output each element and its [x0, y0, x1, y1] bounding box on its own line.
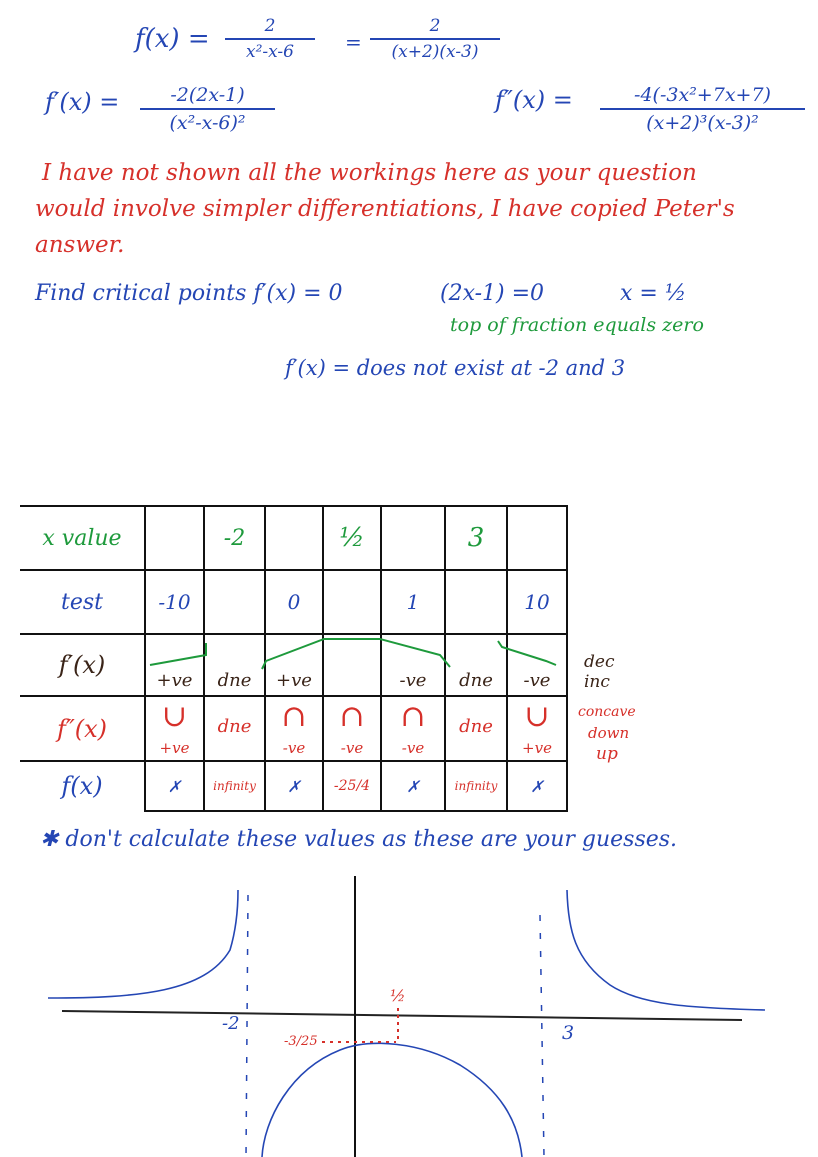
sign-chart-table: x value test f′(x) f″(x) f(x) -2 ½ 3 -10…	[20, 505, 570, 815]
f-double-prime-fraction: -4(-3x²+7x+7) (x+2)³(x-3)²	[600, 84, 805, 134]
f-value-cell: infinity	[213, 779, 256, 793]
f-value-cell: -25/4	[333, 778, 371, 794]
f-lhs: f(x) =	[135, 24, 210, 54]
test-cell: 0	[287, 590, 301, 614]
f-value-cell: infinity	[454, 779, 498, 793]
f-prime-sign: -ve	[523, 669, 551, 691]
side-note-inc: inc	[584, 672, 610, 692]
graph-label-3: 3	[562, 1022, 575, 1044]
concavity-symbol: ∪	[524, 698, 550, 734]
f-prime-fraction: -2(2x-1) (x²-x-6)²	[140, 84, 275, 134]
f-double-prime-sign: dne	[459, 715, 493, 737]
f-double-prime-sign: dne	[217, 715, 252, 737]
row-label-f-prime: f′(x)	[58, 651, 106, 679]
row-label-x-value: x value	[42, 525, 122, 551]
test-cell: 1	[406, 590, 420, 614]
row-label-f-double-prime: f″(x)	[56, 714, 108, 743]
f-prime-sign: -ve	[399, 669, 427, 691]
footnote: ✱ don't calculate these values as these …	[40, 827, 678, 852]
side-note-concave: concave	[578, 704, 636, 720]
f-prime-trend-sketch	[149, 638, 557, 670]
xvalue-cell: ½	[339, 523, 365, 553]
f-double-prime-sign: +ve	[522, 738, 552, 757]
test-cell: -10	[158, 590, 191, 614]
f-prime-sign: dne	[217, 669, 252, 691]
f-value-cell: ✗	[167, 776, 182, 796]
f-fraction-1: 2 x²-x-6	[225, 16, 315, 62]
xvalue-cell: -2	[223, 525, 246, 551]
asymptote-left	[245, 894, 249, 1157]
concavity-symbol: ∩	[281, 698, 307, 734]
x-axis	[61, 1010, 743, 1021]
f-fraction-2: 2 (x+2)(x-3)	[370, 16, 500, 62]
concavity-symbol: ∪	[161, 698, 188, 734]
row-label-test: test	[61, 589, 103, 615]
function-graph-sketch	[47, 876, 766, 1157]
asymptote-right	[539, 914, 545, 1157]
f-double-prime-sign: -ve	[282, 738, 306, 757]
f-double-prime-sign: -ve	[340, 738, 364, 757]
concavity-symbol: ∩	[339, 698, 365, 734]
f-double-prime-sign: +ve	[159, 738, 190, 757]
f-value-cell: ✗	[287, 776, 301, 796]
test-cell: 10	[524, 590, 550, 614]
f-double-prime-sign: -ve	[401, 738, 425, 757]
middle-branch	[261, 1042, 523, 1157]
xvalue-cell: 3	[467, 523, 485, 553]
f-prime-sign: +ve	[276, 669, 312, 691]
right-branch	[566, 889, 766, 1011]
graph-label-half: ½	[390, 986, 406, 1005]
graph-label-value: -3/25	[284, 1034, 318, 1049]
f-prime-sign: dne	[459, 669, 493, 691]
left-branch	[47, 889, 239, 999]
side-note-up: up	[596, 744, 618, 764]
side-note-down: down	[588, 724, 630, 742]
f-value-cell: ✗	[530, 776, 544, 796]
f-prime-sign: +ve	[156, 669, 193, 691]
graph-label-neg2: -2	[222, 1013, 240, 1034]
f-value-cell: ✗	[406, 776, 420, 796]
side-note-dec: dec	[584, 652, 615, 672]
row-label-f: f(x)	[61, 772, 103, 800]
concavity-symbol: ∩	[400, 698, 426, 734]
